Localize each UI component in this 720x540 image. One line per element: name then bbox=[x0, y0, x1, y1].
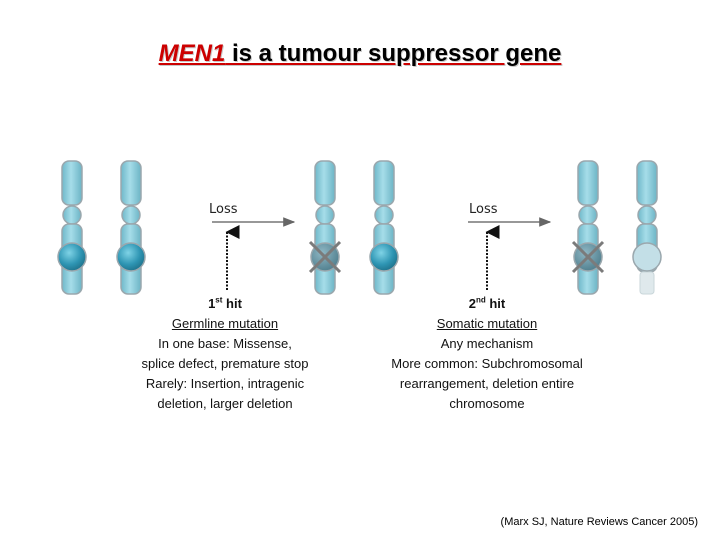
second-hit-superscript: nd bbox=[475, 295, 486, 305]
second-hit-line-1: Any mechanism bbox=[440, 336, 534, 351]
chromosome-arm bbox=[577, 160, 599, 206]
second-hit-line-2: More common: Subchromosomal bbox=[391, 356, 583, 371]
centromere bbox=[62, 205, 82, 225]
chromosome-arm bbox=[636, 160, 658, 206]
chromosome-2-normal bbox=[369, 160, 399, 295]
chromosome-1a bbox=[57, 160, 87, 295]
centromere bbox=[578, 205, 598, 225]
second-hit-caption: 2nd hit Somatic mutation Any mechanism M… bbox=[377, 294, 597, 414]
second-hit-type: Somatic mutation bbox=[436, 316, 538, 331]
centromere bbox=[315, 205, 335, 225]
first-hit-line-1: In one base: Missense, bbox=[158, 336, 292, 351]
first-hit-line-4: deletion, larger deletion bbox=[157, 396, 293, 411]
title-text: is a tumour suppressor gene bbox=[225, 40, 562, 67]
chromosome-arm bbox=[61, 160, 83, 206]
centromere bbox=[637, 205, 657, 225]
second-hit-number: 2 bbox=[468, 296, 476, 311]
first-hit-word: hit bbox=[222, 296, 242, 311]
men1-locus bbox=[632, 242, 662, 272]
first-hit-line-2: splice defect, premature stop bbox=[141, 356, 309, 371]
first-hit-superscript: st bbox=[215, 295, 223, 305]
men1-locus bbox=[116, 242, 146, 272]
chromosome-arm bbox=[373, 160, 395, 206]
second-hit-line-4: chromosome bbox=[449, 396, 525, 411]
chromosome-3-deleted bbox=[632, 160, 662, 295]
centromere bbox=[121, 205, 141, 225]
mutation-cross bbox=[571, 240, 605, 274]
second-hit-word: hit bbox=[485, 296, 506, 311]
centromere bbox=[374, 205, 394, 225]
chromosome-arm bbox=[314, 160, 336, 206]
loss-label-1: Loss bbox=[209, 202, 238, 217]
chromosome-3-mutated bbox=[571, 160, 605, 295]
mutation-cross bbox=[308, 240, 342, 274]
chromosome-arm bbox=[120, 160, 142, 206]
deleted-segment bbox=[639, 271, 655, 295]
first-hit-heading: 1st hit bbox=[115, 294, 335, 314]
reference-citation: (Marx SJ, Nature Reviews Cancer 2005) bbox=[500, 516, 698, 528]
title-gene-name: MEN1 bbox=[158, 40, 226, 67]
second-hit-line-3: rearrangement, deletion entire bbox=[399, 376, 575, 391]
title-underline: MEN1 is a tumour suppressor gene bbox=[159, 40, 562, 68]
second-hit-heading: 2nd hit bbox=[377, 294, 597, 314]
first-hit-line-3: Rarely: Insertion, intragenic bbox=[145, 376, 305, 391]
first-hit-caption: 1st hit Germline mutation In one base: M… bbox=[115, 294, 335, 414]
chromosome-2-mutated bbox=[308, 160, 342, 295]
first-hit-type: Germline mutation bbox=[171, 316, 279, 331]
chromosome-1b bbox=[116, 160, 146, 295]
loss-label-2: Loss bbox=[469, 202, 498, 217]
men1-locus bbox=[369, 242, 399, 272]
men1-locus bbox=[57, 242, 87, 272]
slide-title: MEN1 is a tumour suppressor gene bbox=[0, 40, 720, 68]
first-hit-number: 1 bbox=[208, 296, 216, 311]
